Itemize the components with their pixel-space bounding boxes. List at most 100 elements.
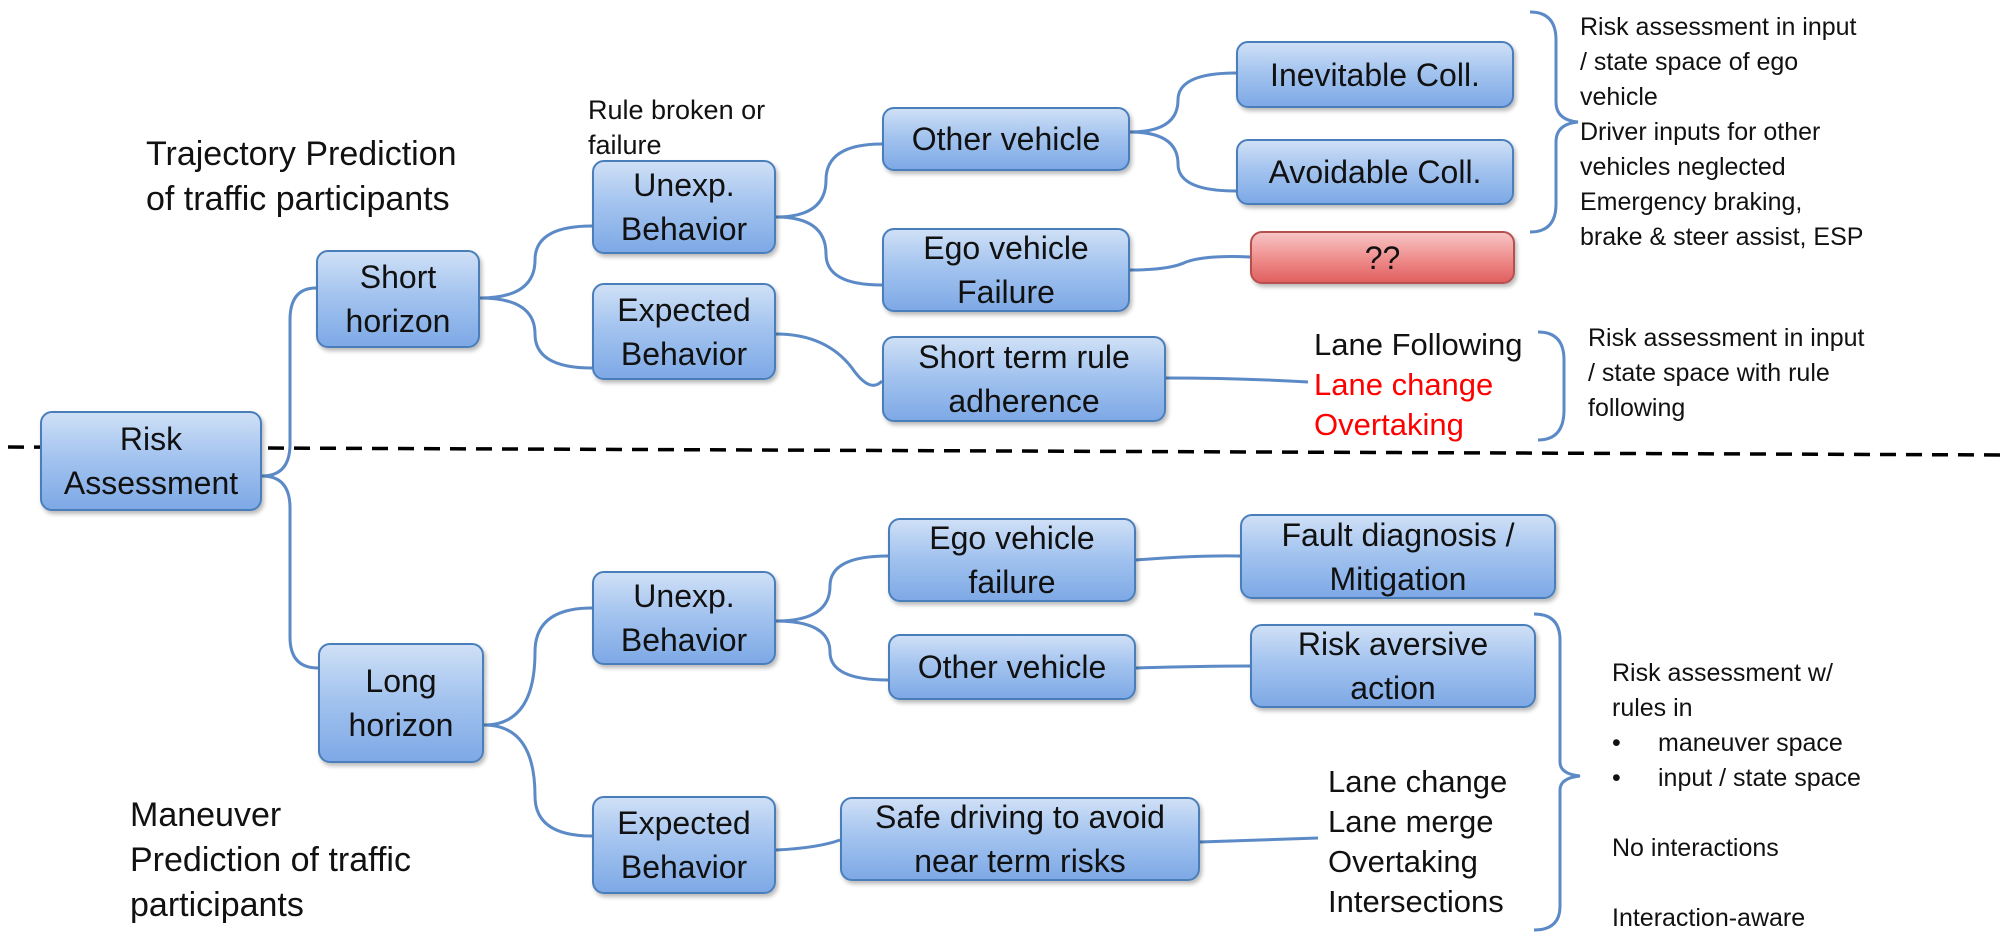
short-unexpected-behavior-node[interactable]: Unexp. Behavior — [592, 160, 776, 254]
fault-diagnosis-node[interactable]: Fault diagnosis / Mitigation — [1240, 514, 1556, 599]
maneuver-heading-line: Maneuver — [130, 796, 282, 834]
connector-ego-unknown — [1129, 255, 1251, 272]
long-horizon-node[interactable]: Long horizon — [318, 643, 484, 763]
node-label: Unexp. — [633, 578, 735, 614]
brace-rule-notes — [1537, 330, 1566, 442]
risk-aversive-action-node[interactable]: Risk aversive action — [1250, 624, 1536, 708]
node-label: adherence — [948, 383, 1100, 419]
short-expected-behavior-node[interactable]: Expected Behavior — [592, 283, 776, 380]
bullet-item: • input / state space — [1612, 761, 1861, 796]
top-risk-notes: Risk assessment in input / state space o… — [1580, 10, 1863, 255]
no-interactions-note: No interactions — [1612, 834, 1779, 862]
annotation-line: failure — [588, 130, 662, 160]
node-label: Long — [365, 663, 437, 699]
trajectory-heading-line: of traffic participants — [146, 180, 450, 218]
maneuver-item: Lane merge — [1328, 804, 1494, 839]
risk-assessment-node[interactable]: Risk Assessment — [40, 411, 262, 511]
node-label: Safe driving to avoid — [875, 799, 1165, 835]
rule-broken-annotation: Rule broken or failure — [588, 93, 765, 163]
node-label: Fault diagnosis / — [1281, 516, 1515, 553]
note-line: / state space of ego — [1580, 48, 1799, 76]
ego-vehicle-failure-node[interactable]: Ego vehicle Failure — [882, 228, 1130, 312]
connector-unexp-other — [775, 142, 883, 219]
node-label: Behavior — [620, 622, 748, 658]
node-label: Risk aversive — [1297, 626, 1489, 662]
inevitable-collision-node[interactable]: Inevitable Coll. — [1236, 41, 1514, 108]
connector-short-unexp — [479, 224, 593, 300]
note-line: Risk assessment in input — [1588, 324, 1865, 352]
node-label: Expected — [617, 805, 751, 841]
connector-other-avoidable — [1129, 130, 1237, 193]
other-vehicle-node[interactable]: Other vehicle — [882, 107, 1130, 171]
maneuver-list: Lane change Lane merge Overtaking Inters… — [1328, 762, 1507, 922]
tree-connectors — [261, 10, 1581, 932]
connector-ego-fault — [1135, 554, 1241, 562]
node-label: action — [1350, 670, 1436, 706]
note-line: Emergency braking, — [1580, 188, 1803, 216]
note-line: vehicles neglected — [1580, 153, 1786, 181]
connector-risk-short — [261, 286, 317, 478]
node-label: Ego vehicle — [929, 520, 1095, 556]
section-divider — [7, 445, 2011, 457]
node-label: Failure — [957, 274, 1055, 310]
rule-following-notes: Risk assessment in input / state space w… — [1588, 321, 1865, 426]
other-vehicle-node-bottom[interactable]: Other vehicle — [888, 634, 1136, 700]
node-label: Short — [359, 259, 437, 295]
node-label: Other vehicle — [917, 649, 1107, 685]
avoidable-collision-node[interactable]: Avoidable Coll. — [1236, 139, 1514, 205]
note-line: vehicle — [1580, 83, 1658, 111]
node-label: Behavior — [620, 335, 748, 372]
note-line: brake & steer assist, ESP — [1580, 223, 1864, 251]
note-line: / state space with rule — [1588, 359, 1830, 387]
brace-top-notes — [1529, 10, 1579, 234]
connector-other-aversive — [1135, 664, 1251, 670]
node-label: ?? — [1364, 239, 1401, 276]
node-label: Ego vehicle — [923, 230, 1089, 266]
node-label: Other vehicle — [911, 121, 1101, 157]
bullet-text: maneuver space — [1658, 729, 1843, 757]
long-expected-behavior-node[interactable]: Expected Behavior — [592, 796, 776, 894]
long-unexpected-behavior-node[interactable]: Unexp. Behavior — [592, 571, 776, 665]
short-term-rule-adherence-node[interactable]: Short term rule adherence — [882, 336, 1166, 422]
node-label: Risk — [119, 421, 183, 457]
node-label: near term risks — [914, 843, 1126, 879]
lane-maneuver-list: Lane Following Lane change Overtaking — [1314, 325, 1523, 445]
ego-vehicle-failure-node-bottom[interactable]: Ego vehicle failure — [888, 518, 1136, 602]
unknown-response-node[interactable]: ?? — [1250, 231, 1515, 284]
node-label: Short term rule — [918, 339, 1130, 375]
node-label: Expected — [617, 291, 751, 328]
connector-safe-maneuver — [1199, 836, 1319, 844]
maneuver-heading-line: Prediction of traffic — [130, 841, 411, 879]
connector-long-expected — [483, 723, 593, 838]
connector-unexp-ego — [775, 215, 883, 287]
bullet-text: input / state space — [1658, 764, 1861, 792]
connector-short-expected — [479, 296, 593, 370]
connector-other-inevitable — [1129, 71, 1237, 134]
connector-risk-long — [261, 474, 319, 670]
trajectory-heading: Trajectory Prediction of traffic partici… — [146, 132, 457, 222]
note-line: rules in — [1612, 694, 1693, 722]
bullet-mark: • — [1612, 729, 1621, 757]
connector-rule-lane — [1165, 376, 1309, 384]
note-line: Driver inputs for other — [1580, 118, 1821, 146]
maneuver-item: Intersections — [1328, 884, 1504, 919]
annotation-line: Rule broken or — [588, 95, 766, 125]
maneuver-item: Overtaking — [1328, 844, 1478, 879]
safe-driving-node[interactable]: Safe driving to avoid near term risks — [840, 797, 1200, 881]
short-horizon-node[interactable]: Short horizon — [316, 250, 480, 348]
note-line: following — [1588, 394, 1686, 422]
bullet-mark: • — [1612, 764, 1621, 792]
maneuver-heading: Maneuver Prediction of traffic participa… — [130, 793, 411, 928]
node-label: Unexp. — [633, 167, 735, 203]
bottom-risk-notes: Risk assessment w/ rules in •maneuver sp… — [1612, 656, 1861, 796]
node-label: Mitigation — [1329, 560, 1467, 597]
node-label: Avoidable Coll. — [1268, 154, 1482, 190]
node-label: Inevitable Coll. — [1270, 56, 1480, 93]
maneuver-item: Lane change — [1328, 764, 1508, 799]
connector-expected-safe — [775, 838, 841, 852]
note-line: Risk assessment in input — [1580, 13, 1857, 41]
node-label: Behavior — [620, 211, 748, 247]
connector-unexp-other-bottom — [775, 619, 889, 682]
